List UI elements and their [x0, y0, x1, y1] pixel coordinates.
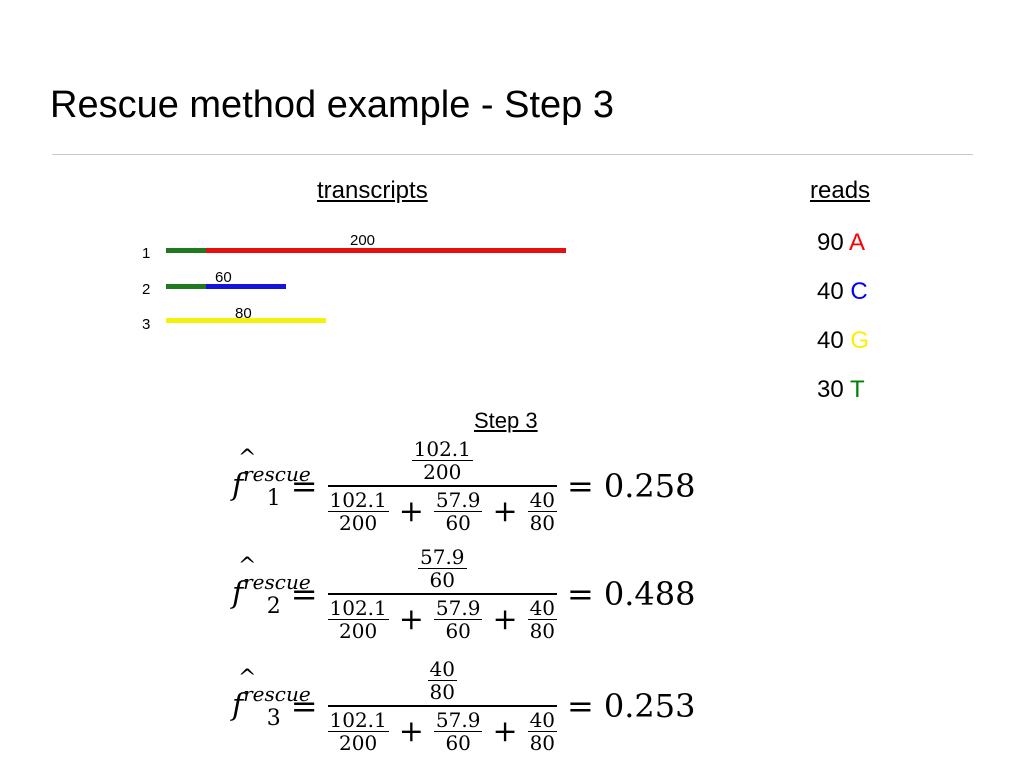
read-row: 40 G	[817, 327, 869, 355]
transcript-number: 3	[142, 316, 151, 333]
read-row: 40 C	[817, 278, 868, 306]
transcript-bar	[166, 284, 286, 289]
transcript-segment	[166, 318, 326, 323]
transcript-number: 2	[142, 281, 151, 298]
read-letter: A	[849, 229, 866, 256]
transcript-segment	[206, 248, 566, 253]
read-letter: G	[850, 327, 870, 354]
read-count: 40	[817, 327, 844, 354]
transcript-segment	[206, 284, 286, 289]
page-title: Rescue method example - Step 3	[50, 84, 614, 126]
transcript-length-label: 80	[235, 305, 252, 322]
rescue-result: 0.488	[603, 575, 696, 613]
transcript-segment	[166, 248, 206, 253]
read-letter: T	[849, 376, 865, 403]
read-row: 90 A	[817, 229, 865, 257]
title-divider	[52, 154, 973, 155]
rescue-result: 0.253	[603, 687, 696, 725]
rescue-symbol: ^frescue2	[232, 553, 311, 619]
transcript-bar	[166, 318, 326, 323]
read-letter: C	[850, 278, 868, 305]
rescue-symbol: ^frescue3	[232, 665, 311, 731]
read-row: 30 T	[817, 376, 865, 404]
transcript-length-label: 60	[215, 269, 232, 286]
transcripts-header: transcripts	[317, 177, 428, 204]
rescue-symbol: ^frescue1	[232, 445, 311, 511]
transcript-number: 1	[142, 245, 151, 262]
read-count: 90	[817, 229, 844, 256]
reads-header: reads	[810, 177, 871, 204]
read-count: 40	[817, 278, 844, 305]
read-count: 30	[817, 376, 844, 403]
step-label: Step 3	[474, 408, 538, 433]
transcript-bar	[166, 248, 566, 253]
transcript-segment	[166, 284, 206, 289]
transcript-length-label: 200	[350, 232, 376, 249]
rescue-result: 0.258	[603, 467, 696, 505]
